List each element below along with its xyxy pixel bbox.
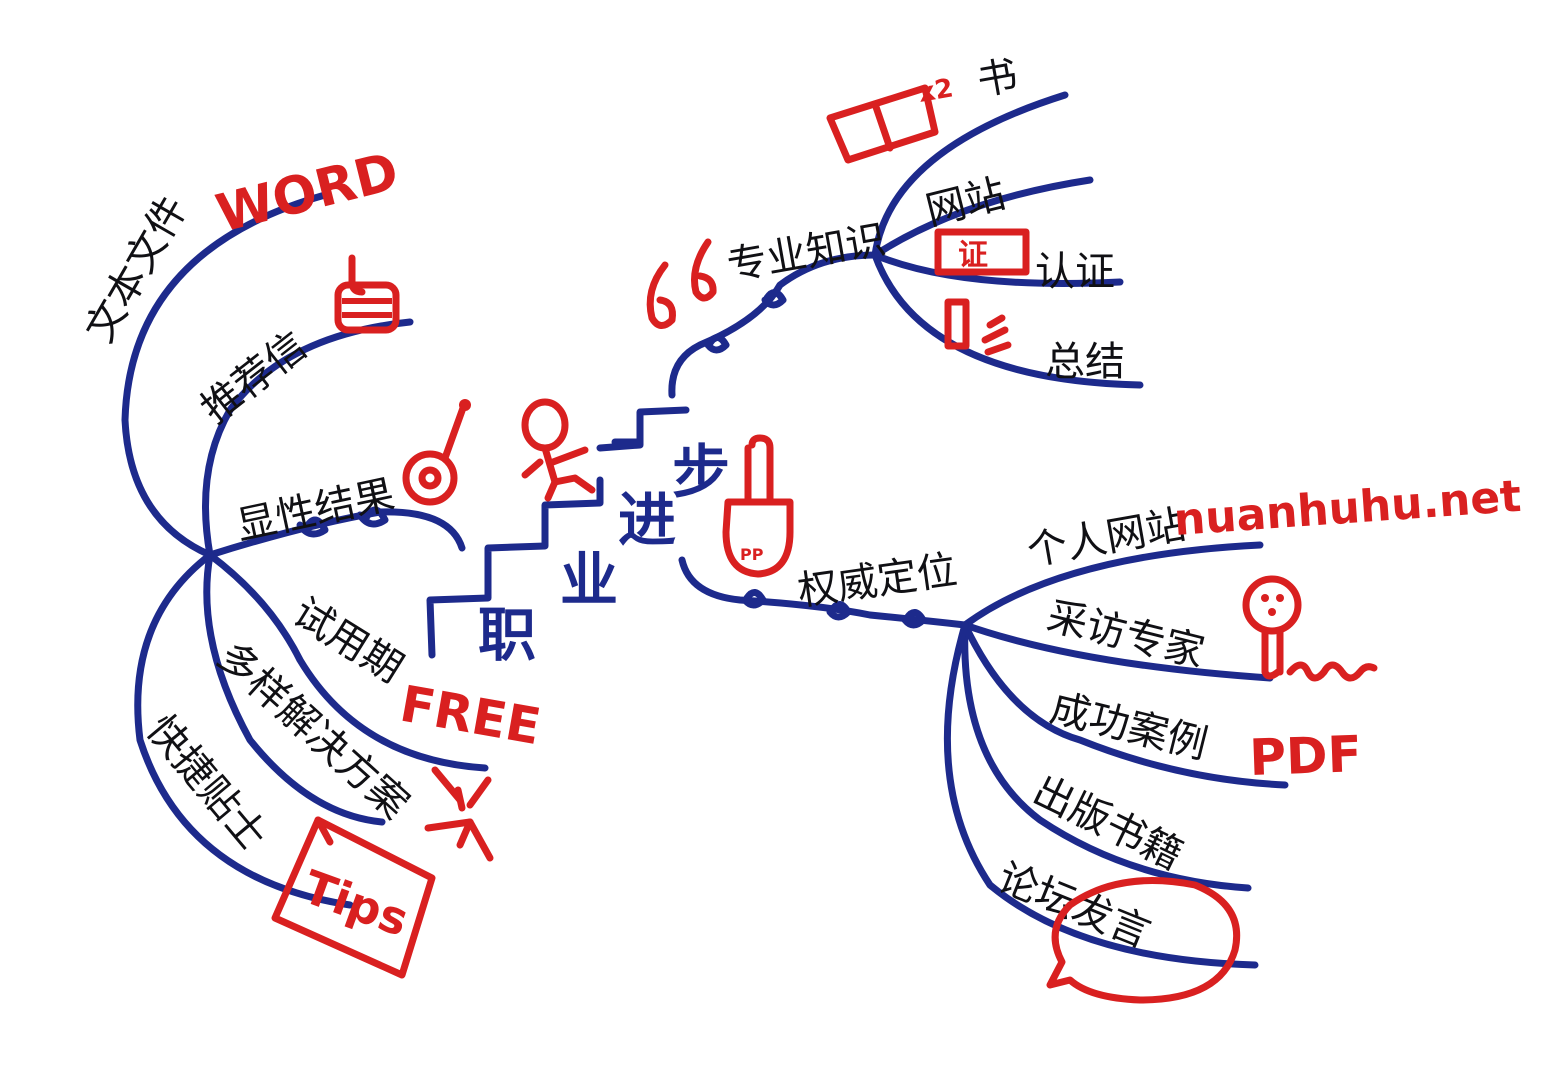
- top-right-labels: 专业知识 书 x2 网站 认证 总结: [724, 53, 1125, 385]
- bottom-right-branch-lines: [678, 541, 1289, 969]
- label-summary: 总结: [1045, 339, 1125, 385]
- burst-icon: [424, 766, 494, 862]
- word-tag: WORD: [211, 142, 405, 245]
- center-char-2: 业: [560, 546, 618, 614]
- center-staircase: [426, 406, 690, 659]
- microphone-icon: [1242, 575, 1378, 682]
- bottom-right-labels: 权威定位 个人网站 nuanhuhu.net 采访专家 成功案例 PDF 出版书…: [795, 471, 1523, 957]
- pdf-tag: PDF: [1248, 725, 1362, 787]
- thumbs-up-icon: [334, 254, 400, 334]
- label-authority-positioning: 权威定位: [795, 547, 960, 615]
- certificate-icon: 证: [934, 228, 1030, 276]
- quote-icon: [646, 238, 717, 329]
- pencil-icon: [944, 298, 1012, 356]
- free-tag: FREE: [396, 675, 545, 757]
- label-certification: 认证: [1035, 249, 1115, 295]
- center-char-3: 进: [618, 486, 676, 554]
- climbing-person-icon: [521, 398, 596, 502]
- label-trial-period: 试用期: [285, 589, 411, 692]
- svg-text:证: 证: [958, 238, 988, 273]
- tips-note-icon: Tips: [271, 816, 436, 979]
- center-char-1: 职: [478, 601, 536, 669]
- svg-text:PP: PP: [740, 545, 764, 564]
- left-branch-lines: [121, 191, 489, 909]
- label-explicit-results: 显性结果: [233, 472, 399, 550]
- speech-bubble-icon: [1046, 877, 1241, 1004]
- label-recommendation-letter: 推荐信: [193, 323, 316, 433]
- left-top-labels: 文本文件 WORD 推荐信 显性结果: [77, 142, 405, 550]
- top-right-branch-lines: [668, 91, 1144, 399]
- center-title: 职 业 进 步: [478, 438, 730, 669]
- center-char-4: 步: [672, 438, 730, 506]
- url-tag: nuanhuhu.net: [1172, 471, 1523, 546]
- book-icon: [826, 84, 939, 164]
- label-text-file: 文本文件: [77, 188, 197, 350]
- magnifier-icon: [402, 399, 471, 506]
- label-website: 网站: [921, 171, 1010, 235]
- label-book: 书: [974, 53, 1021, 105]
- label-professional-knowledge: 专业知识: [724, 217, 890, 290]
- stamp-icon: PP: [722, 434, 794, 578]
